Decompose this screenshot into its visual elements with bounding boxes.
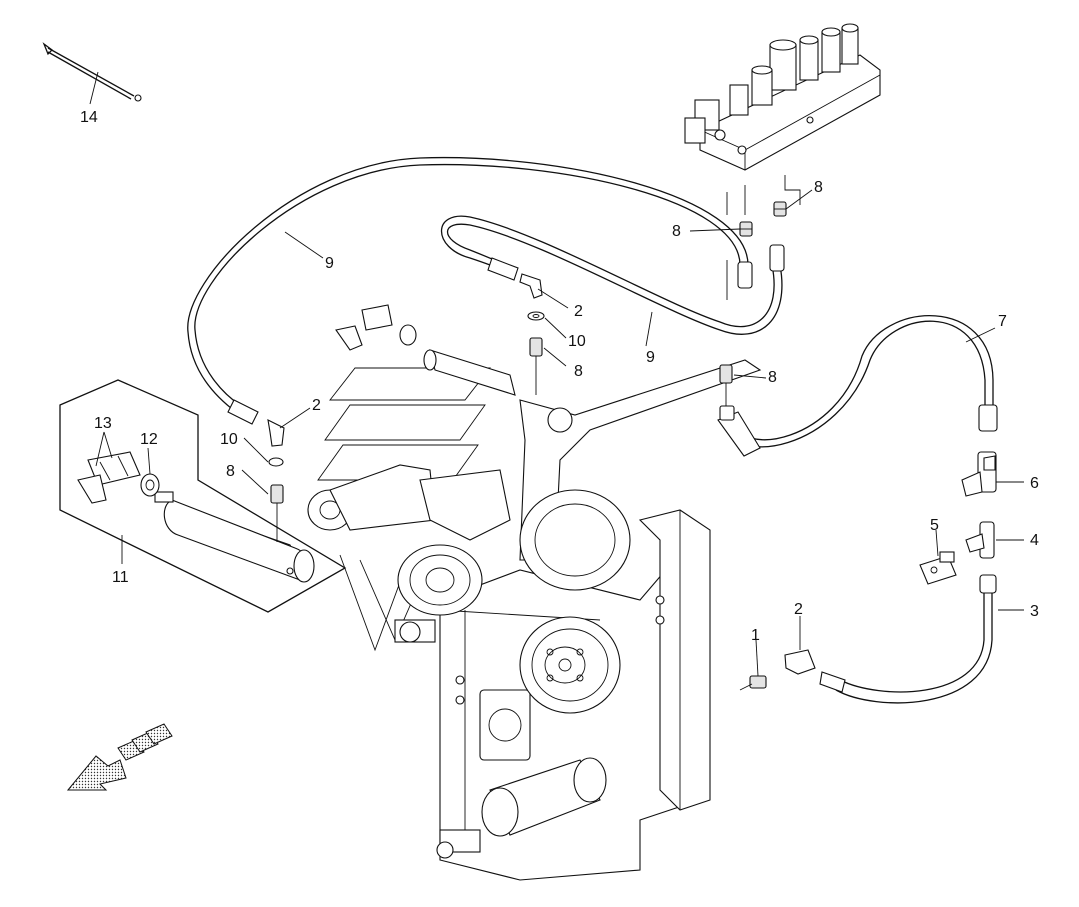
fitting-8-center bbox=[529, 337, 543, 395]
pulley-upper bbox=[397, 489, 631, 616]
tee-fitting-4 bbox=[965, 521, 995, 559]
callout-8-right: 8 bbox=[768, 369, 777, 386]
callout-8-center: 8 bbox=[574, 363, 583, 380]
machine-frame bbox=[317, 359, 762, 881]
cable-tie-part bbox=[42, 42, 142, 102]
callout-9-left: 9 bbox=[325, 255, 334, 272]
callout-3: 3 bbox=[1030, 603, 1039, 620]
valve-port-leaders bbox=[726, 175, 801, 300]
hose-7 bbox=[717, 315, 998, 457]
callout-11: 11 bbox=[112, 569, 129, 586]
callout-9-center: 9 bbox=[646, 349, 655, 366]
callout-8-cylinder: 8 bbox=[226, 463, 235, 480]
fitting-1 bbox=[739, 675, 767, 691]
callout-2-cylinder: 2 bbox=[312, 397, 321, 414]
callout-8-valve-right: 8 bbox=[814, 179, 823, 196]
forward-direction-arrow-icon bbox=[66, 723, 173, 791]
callout-14: 14 bbox=[80, 109, 98, 126]
callout-2-bottom: 2 bbox=[794, 601, 803, 618]
callout-10-cylinder: 10 bbox=[220, 431, 238, 448]
control-valve-block bbox=[684, 23, 881, 171]
callout-labels: 14 9 9 8 8 8 8 8 2 2 2 10 10 13 12 11 7 … bbox=[80, 109, 1039, 644]
washer-10-center bbox=[527, 311, 545, 321]
pulley-lower bbox=[519, 616, 621, 714]
callout-13: 13 bbox=[94, 415, 112, 432]
drive-shaft-assembly bbox=[307, 464, 511, 643]
pressure-sensor-5 bbox=[919, 551, 957, 585]
fitting-8-valve-b bbox=[773, 201, 787, 217]
callout-10-center: 10 bbox=[568, 333, 586, 350]
cylinder-assembly-11 bbox=[59, 379, 347, 613]
callout-4: 4 bbox=[1030, 532, 1039, 549]
callout-12: 12 bbox=[140, 431, 158, 448]
callout-5: 5 bbox=[930, 517, 939, 534]
elbow-2-center bbox=[519, 273, 543, 299]
callout-1: 1 bbox=[751, 627, 760, 644]
elbow-2-bottom bbox=[784, 649, 816, 675]
hose-3 bbox=[819, 574, 997, 704]
hose-9-long bbox=[187, 156, 753, 425]
loose-parts-center bbox=[335, 304, 516, 396]
hose-9-inner bbox=[441, 215, 785, 335]
fitting-8-right bbox=[719, 364, 735, 421]
callout-7: 7 bbox=[998, 313, 1007, 330]
callout-8-valve-left: 8 bbox=[672, 223, 681, 240]
callout-2-center: 2 bbox=[574, 303, 583, 320]
tee-fitting-6 bbox=[961, 451, 997, 497]
leader-lines bbox=[89, 71, 1024, 677]
callout-6: 6 bbox=[1030, 475, 1039, 492]
fitting-8-valve-a bbox=[739, 221, 753, 237]
